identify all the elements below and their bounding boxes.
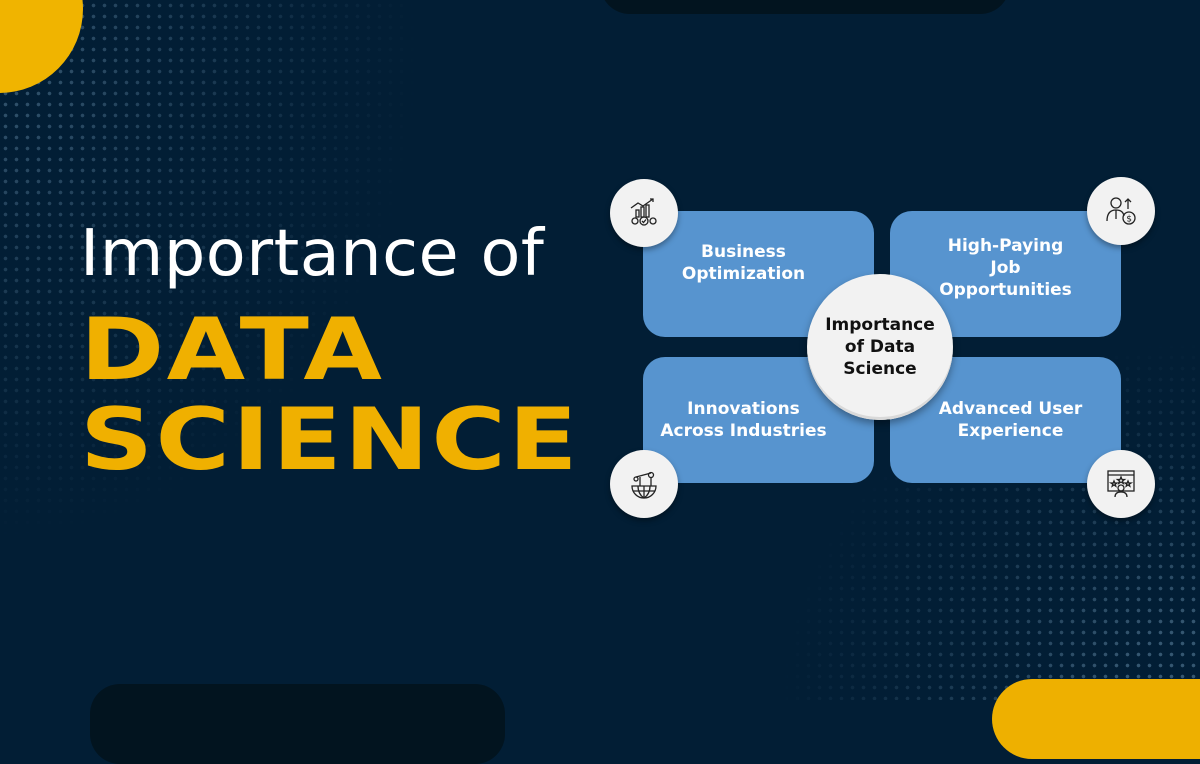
- decorative-yellow-circle: [0, 0, 83, 93]
- globe-industry-icon: [610, 450, 678, 518]
- person-dollar-up-icon: $: [1087, 177, 1155, 245]
- decorative-dark-pill-top: [600, 0, 1010, 14]
- center-hub-circle: Importance of Data Science: [807, 274, 953, 420]
- decorative-dark-pill-bottom: [90, 684, 505, 764]
- card-innovations: Innovations Across Industries: [643, 357, 874, 483]
- card-label: Advanced User Experience: [938, 399, 1083, 441]
- title-line-science: SCIENCE: [80, 390, 580, 490]
- center-hub-label: Importance of Data Science: [825, 315, 935, 379]
- svg-text:$: $: [1126, 215, 1132, 225]
- chart-gears-check-icon: [610, 179, 678, 247]
- card-label: High-Paying Job Opportunities: [939, 236, 1072, 300]
- card-label: Innovations Across Industries: [660, 399, 827, 441]
- decorative-yellow-pill: [992, 679, 1200, 759]
- screen-stars-user-icon: [1087, 450, 1155, 518]
- title-line-importance-of: Importance of: [80, 217, 545, 291]
- card-label: Business Optimization: [681, 242, 806, 284]
- title-line-data: DATA: [80, 300, 385, 400]
